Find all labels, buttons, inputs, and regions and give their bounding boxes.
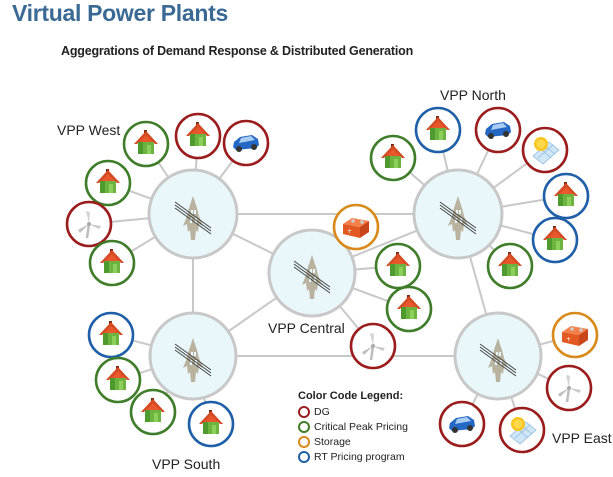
- vpp-central-label: VPP Central: [268, 320, 345, 336]
- node-house-south: [129, 388, 177, 436]
- legend-label: Critical Peak Pricing: [314, 420, 408, 433]
- node-house-north: [542, 172, 590, 220]
- node-battery-east: [551, 311, 599, 359]
- vpp-east-label: VPP East: [552, 430, 612, 446]
- node-house-south: [94, 356, 142, 404]
- legend-label: DG: [314, 405, 330, 418]
- legend-title: Color Code Legend:: [298, 390, 404, 402]
- legend-item-storage: Storage: [298, 434, 408, 449]
- hub-north: [412, 168, 504, 260]
- node-house-west: [84, 159, 132, 207]
- hub-east: [453, 311, 543, 401]
- nodes-layer: [65, 106, 599, 454]
- legend-item-dg: DG: [298, 404, 408, 419]
- legend-label: Storage: [314, 435, 351, 448]
- node-house-north: [531, 216, 579, 264]
- node-wind-turbine-west: [65, 200, 113, 248]
- node-electric-car-west: [222, 119, 270, 167]
- diagram-subtitle: Aggegrations of Demand Response & Distri…: [61, 44, 414, 58]
- vpp-west-label: VPP West: [57, 122, 120, 138]
- node-house-north: [369, 134, 417, 182]
- node-wind-turbine-east: [545, 364, 593, 412]
- ring-icon: [298, 405, 310, 418]
- node-house-west: [122, 120, 170, 168]
- color-code-legend: Color Code Legend: DG Critical Peak Pric…: [298, 390, 408, 464]
- node-solar-panel-north: [521, 126, 569, 174]
- hub-south: [148, 311, 238, 401]
- node-house-central: [385, 285, 433, 333]
- node-house-west: [174, 112, 222, 160]
- node-house-north: [486, 242, 534, 290]
- node-battery-central: [332, 203, 380, 251]
- legend-item-rt-pricing-program: RT Pricing program: [298, 449, 408, 464]
- node-wind-turbine-central: [349, 322, 397, 370]
- ring-icon: [298, 450, 310, 463]
- node-house-south: [87, 311, 135, 359]
- page-title: Virtual Power Plants: [12, 0, 228, 26]
- hub-west: [147, 168, 239, 260]
- node-house-central: [374, 242, 422, 290]
- legend-label: RT Pricing program: [314, 450, 405, 463]
- ring-icon: [298, 435, 310, 448]
- hubs-layer: [147, 168, 543, 401]
- node-house-west: [88, 239, 136, 287]
- node-electric-car-east: [438, 400, 486, 448]
- node-house-north: [414, 106, 462, 154]
- hub-central: [267, 228, 357, 318]
- ring-icon: [298, 420, 310, 433]
- vpp-south-label: VPP South: [152, 456, 220, 472]
- node-electric-car-north: [474, 106, 522, 154]
- legend-item-critical-peak-pricing: Critical Peak Pricing: [298, 419, 408, 434]
- node-house-south: [187, 400, 235, 448]
- labels-layer: VPP West VPP North VPP Central VPP South…: [57, 87, 612, 472]
- node-solar-panel-east: [498, 406, 546, 454]
- vpp-north-label: VPP North: [440, 87, 506, 103]
